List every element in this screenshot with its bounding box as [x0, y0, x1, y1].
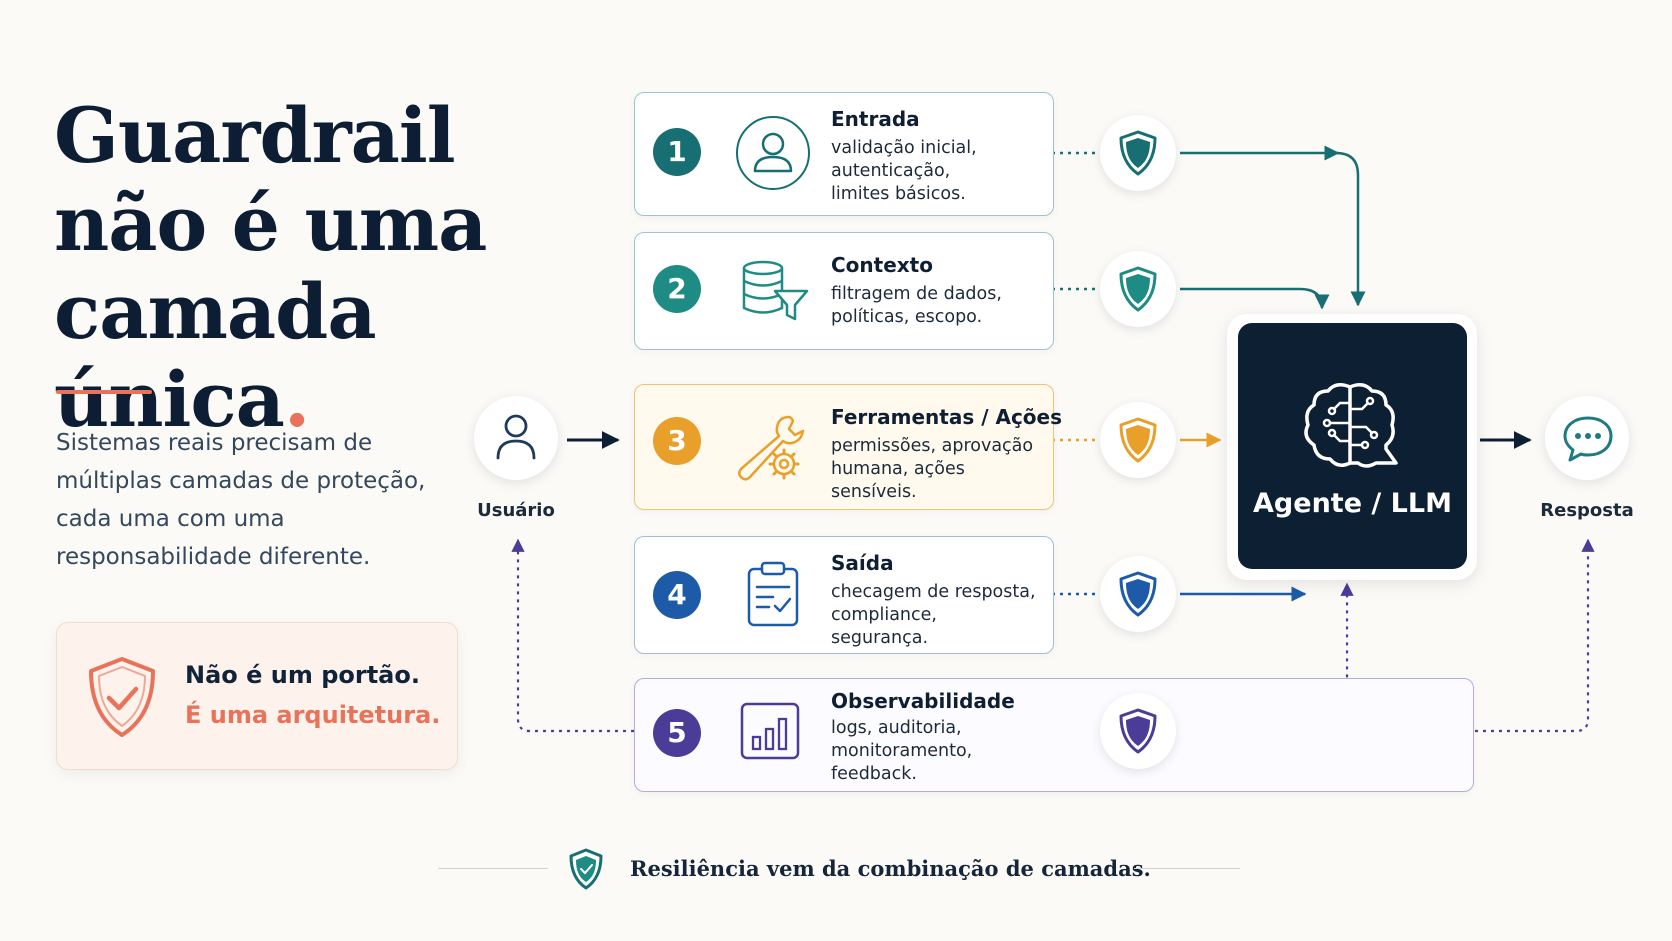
callout-line-2: É uma arquitetura. [185, 701, 441, 729]
layer-card-1: 1 Entrada validação inicial, autenticaçã… [634, 92, 1054, 216]
user-node-label: Usuário [477, 500, 555, 521]
bar-chart-icon [740, 702, 800, 760]
subtitle-line-1: Sistemas reais precisam de [56, 430, 373, 456]
footer-divider-left [438, 868, 548, 869]
footer-divider-right [1134, 868, 1240, 869]
headline-line-2: não é uma [54, 179, 487, 268]
agent-label: Agente / LLM [1253, 488, 1452, 519]
layer-badge: 3 [653, 417, 701, 465]
headline-line-3: camada única [54, 267, 377, 444]
layer-card-2: 2 Contexto filtragem de dados, políticas… [634, 232, 1054, 350]
database-filter-icon [742, 260, 809, 321]
subtitle-line-2: múltiplas camadas de proteção, [56, 468, 426, 494]
layer-badge: 4 [653, 571, 701, 619]
shield-icon [1119, 708, 1157, 754]
subtitle-line-3: cada uma com uma [56, 506, 285, 532]
layer-description: filtragem de dados, políticas, escopo. [831, 284, 1002, 327]
layer-card-3: 3 Ferramentas / Ações permissões, aprova… [634, 384, 1062, 510]
headline: Guardrail não é uma camada única. [54, 92, 614, 444]
user-icon [496, 414, 536, 460]
layer-title: Observabilidade [831, 689, 1015, 713]
layer-title: Saída [831, 551, 894, 575]
footer-text: Resiliência vem da combinação de camadas… [630, 856, 1151, 881]
layer-description: logs, auditoria, monitoramento, feedback… [831, 718, 973, 784]
layer-description: validação inicial, autenticação, limites… [831, 138, 977, 204]
layer-title: Entrada [831, 107, 920, 131]
shield-chip-4 [1100, 556, 1176, 632]
user-node [474, 396, 558, 480]
layer-title: Contexto [831, 253, 933, 277]
layer-description: permissões, aprovação humana, ações sens… [831, 436, 1034, 502]
subtitle: Sistemas reais precisam de múltiplas cam… [56, 424, 456, 576]
layer-badge: 1 [653, 128, 701, 176]
accent-divider [56, 390, 152, 394]
shield-chip-1 [1100, 115, 1176, 191]
response-node-label: Resposta [1540, 500, 1634, 521]
layer-badge: 2 [653, 265, 701, 313]
user-circle-icon [736, 116, 810, 190]
layer-card-4: 4 Saída checagem de resposta, compliance… [634, 536, 1054, 654]
layer-title: Ferramentas / Ações [831, 405, 1063, 429]
callout-line-1: Não é um portão. [185, 661, 420, 689]
brain-circuit-icon [1304, 383, 1398, 468]
shield-chip-5 [1100, 693, 1176, 769]
agent-box: Agente / LLM [1238, 323, 1467, 569]
headline-line-1: Guardrail [54, 91, 456, 180]
headline-dot: . [283, 355, 310, 444]
clipboard-check-icon [747, 561, 799, 627]
layer-description: checagem de resposta, compliance, segura… [831, 582, 1036, 648]
shield-icon [1119, 130, 1157, 176]
subtitle-line-4: responsabilidade diferente. [56, 544, 371, 570]
shield-icon [1119, 417, 1157, 463]
wrench-gear-icon [738, 415, 805, 481]
response-node [1545, 396, 1629, 480]
shield-check-icon [569, 848, 603, 890]
shield-chip-2 [1100, 251, 1176, 327]
shield-icon [1119, 266, 1157, 312]
layer-badge: 5 [653, 709, 701, 757]
callout-box: Não é um portão. É uma arquitetura. [56, 622, 458, 770]
shield-check-icon [89, 657, 155, 737]
shield-chip-3 [1100, 402, 1176, 478]
shield-icon [1119, 571, 1157, 617]
layer-card-5: 5 Observabilidade logs, auditoria, monit… [634, 678, 1474, 792]
chat-bubble-icon [1563, 416, 1613, 462]
